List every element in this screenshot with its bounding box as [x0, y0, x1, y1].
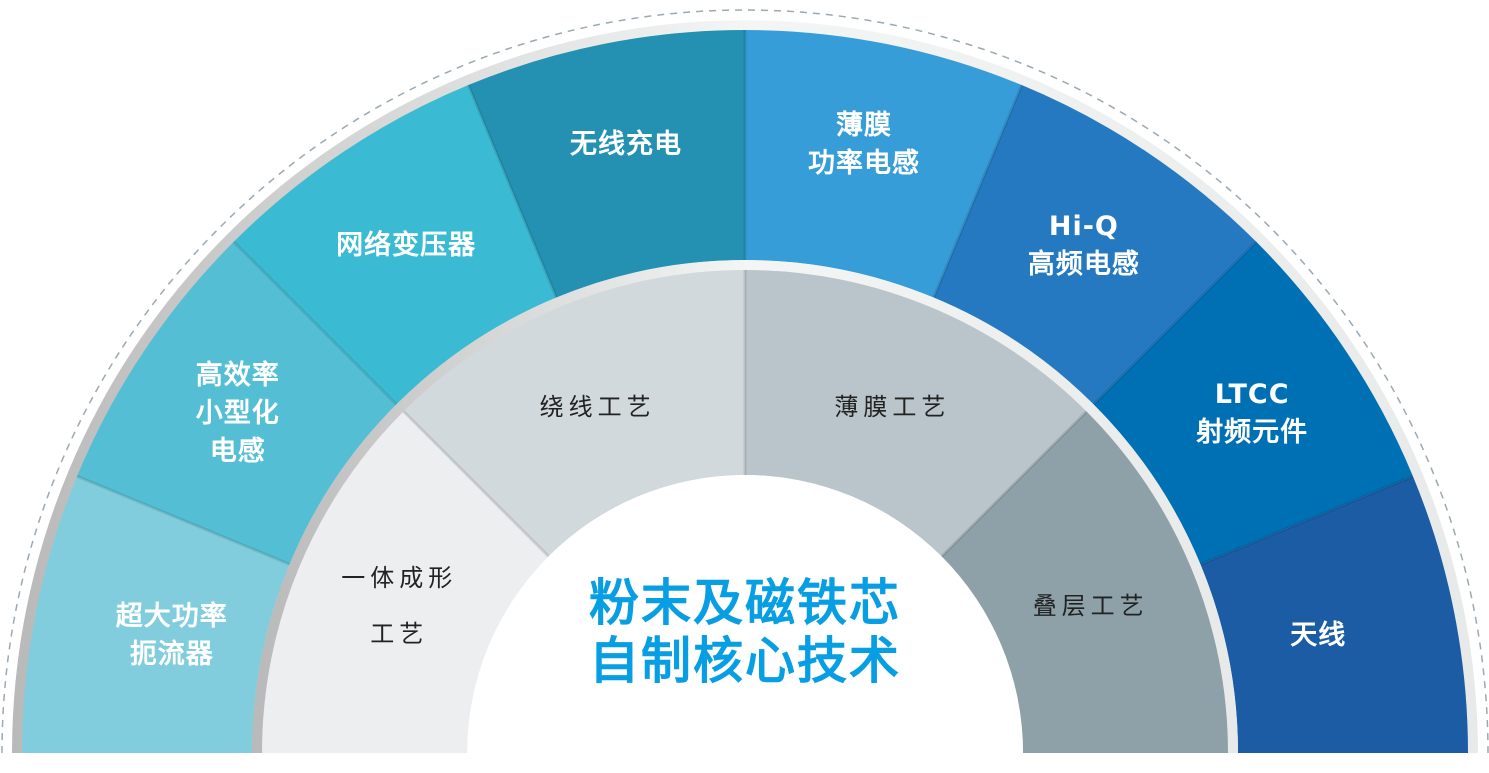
inner-segment-label: 叠层工艺 [1033, 578, 1149, 634]
outer-segment [468, 30, 745, 298]
center-disc [467, 475, 1023, 753]
outer-ring [22, 30, 1468, 753]
inner-segment-label-line: 一体成形 [341, 563, 458, 592]
inner-segment [745, 270, 1087, 557]
outer-segment-label: 薄膜功率电感 [808, 107, 920, 183]
outer-segment-label-line: 薄膜 [836, 109, 892, 141]
outer-segment-label: LTCC 射频元件 [1196, 376, 1308, 452]
outer-divider [232, 240, 398, 406]
outer-segment-label-line: 无线充电 [569, 128, 682, 160]
outer-segment [745, 30, 1022, 298]
outer-divider [76, 474, 291, 566]
outer-divider [932, 84, 1024, 299]
outer-divider [1092, 240, 1258, 406]
outer-segment-label: 超大功率扼流器 [116, 598, 228, 674]
outer-segment-label: 无线充电 [570, 126, 682, 164]
inner-ring [262, 270, 1228, 753]
inner-segment-label: 一体成形工艺 [341, 550, 457, 662]
inner-divider [402, 410, 550, 558]
inner-segment-label: 绕线工艺 [540, 379, 656, 435]
outer-segment-label-line: 小型化 [195, 398, 280, 430]
outer-segment [233, 85, 557, 405]
inner-segment [941, 411, 1228, 753]
outer-segment [77, 241, 397, 565]
outer-segment-label-line: 电感 [209, 436, 266, 468]
inner-segment-label-line: 薄膜工艺 [834, 393, 951, 422]
outer-segment [933, 85, 1257, 405]
inner-segment-label: 薄膜工艺 [834, 379, 950, 435]
center-title-line-1: 粉末及磁铁芯 [589, 574, 901, 632]
outer-segment [1200, 476, 1468, 753]
outer-segment-label-line: 扼流器 [129, 638, 214, 670]
outer-segment-label-line: 射频元件 [1196, 417, 1309, 449]
outer-segment-label-line: 网络变压器 [336, 229, 477, 261]
outer-segment-label: 网络变压器 [336, 227, 476, 265]
outer-segment-label: Hi-Q 高频电感 [1028, 208, 1140, 284]
outer-segment-label: 高效率小型化电感 [196, 357, 280, 471]
inner-segment-label-line: 叠层工艺 [1032, 591, 1149, 620]
inner-segment [403, 270, 745, 557]
center-title-line-2: 自制核心技术 [589, 632, 901, 690]
outer-segment-label-line: 高效率 [195, 360, 280, 392]
outer-divider [466, 84, 558, 299]
outer-segment-label-line: 超大功率 [115, 600, 228, 632]
outer-segment-label-line: 天线 [1290, 619, 1347, 651]
inner-divider [940, 410, 1088, 558]
outer-segment-label-line: 功率电感 [808, 147, 920, 179]
inner-segment-label-line: 工艺 [370, 619, 429, 648]
outer-segment [22, 476, 290, 753]
outer-segment-label-line: 高频电感 [1027, 248, 1140, 280]
inner-segment [262, 411, 549, 753]
center-title: 粉末及磁铁芯 自制核心技术 [589, 574, 901, 690]
inner-segment-label-line: 绕线工艺 [539, 393, 656, 422]
outer-segment-label-line: Hi-Q [1048, 210, 1119, 242]
outer-segment [1093, 241, 1413, 565]
outer-segment-label-line: LTCC [1214, 379, 1290, 411]
outer-divider [1199, 474, 1414, 566]
outer-segment-label: 天线 [1290, 617, 1346, 655]
